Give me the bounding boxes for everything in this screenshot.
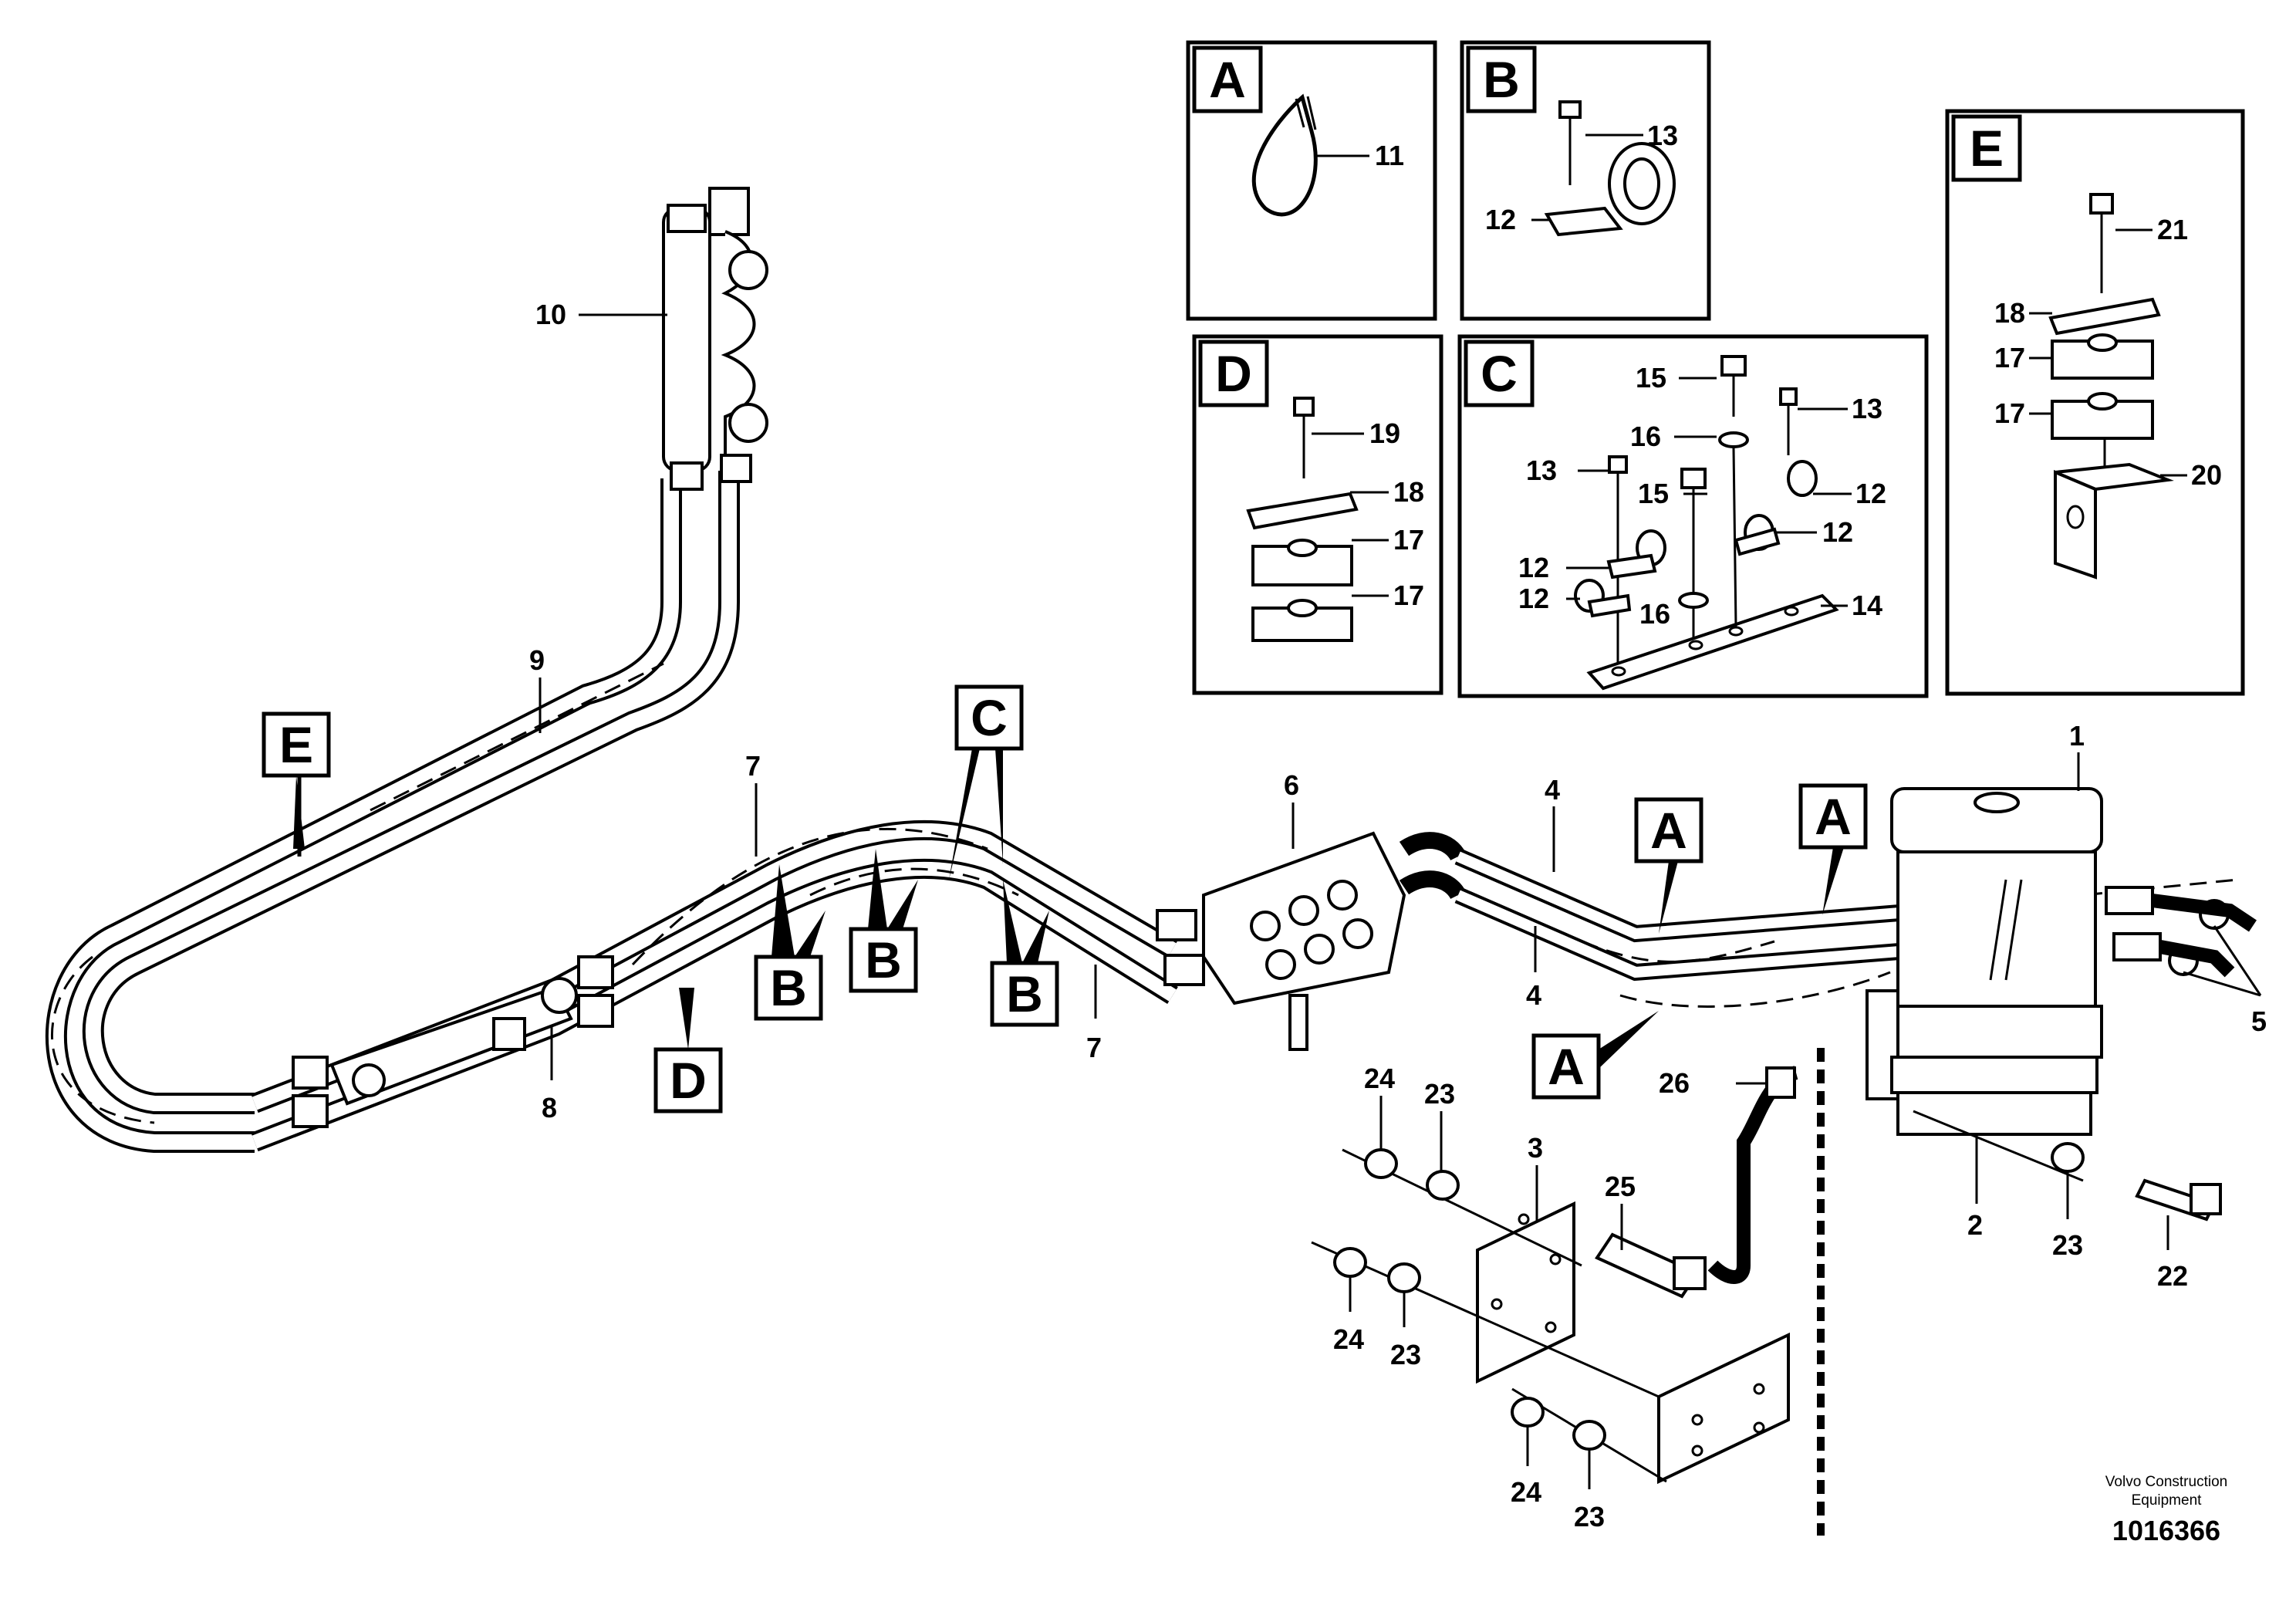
credit-block: Volvo Construction Equipment 1016366 xyxy=(2105,1474,2227,1546)
label-16a: 16 xyxy=(1630,421,1661,452)
part-label-3: 3 xyxy=(1528,1132,1543,1164)
callout-b1: B xyxy=(754,864,826,1021)
credit-company-line2: Equipment xyxy=(2132,1492,2203,1509)
label-17-e1: 17 xyxy=(1994,342,2025,373)
hose-assembly xyxy=(46,187,2257,1536)
callout-b3: B xyxy=(990,880,1059,1027)
part-label-24c: 24 xyxy=(1511,1476,1541,1508)
part-label-1: 1 xyxy=(2069,720,2085,752)
part-label-5: 5 xyxy=(2251,1005,2267,1037)
mounting-plate-assembly xyxy=(1574,355,1839,691)
part-label-7b: 7 xyxy=(1086,1032,1102,1063)
mounting-plate-3 xyxy=(1476,1201,1575,1384)
detail-letter-d: D xyxy=(1215,345,1252,402)
label-12: 12 xyxy=(1485,204,1516,235)
callout-b2: B xyxy=(849,849,918,993)
distribution-block-6 xyxy=(1156,831,1466,1051)
label-18: 18 xyxy=(1393,476,1424,508)
label-18-e: 18 xyxy=(1994,297,2025,329)
svg-text:B: B xyxy=(1006,965,1043,1022)
svg-text:E: E xyxy=(279,716,313,773)
fittings-5 xyxy=(2105,886,2257,978)
document-number: 1016366 xyxy=(2112,1515,2220,1546)
clamp-bracket-stack xyxy=(2048,193,2174,580)
label-11: 11 xyxy=(1375,140,1404,171)
svg-text:C: C xyxy=(971,689,1008,746)
label-17b: 17 xyxy=(1393,580,1424,611)
label-15a: 15 xyxy=(1636,362,1666,394)
svg-text:B: B xyxy=(865,931,902,988)
callout-e: E xyxy=(262,711,331,857)
label-15b: 15 xyxy=(1638,478,1669,509)
part-label-22: 22 xyxy=(2157,1260,2188,1292)
reservoir-1 xyxy=(1866,787,2103,1136)
cable-tie-part xyxy=(1251,93,1318,217)
valve-block-8 xyxy=(292,955,614,1128)
detail-box-b: B 13 12 xyxy=(1460,40,1711,321)
hose-handle-10 xyxy=(662,187,768,491)
part-label-4b: 4 xyxy=(1526,979,1541,1011)
callout-a2: A xyxy=(1798,783,1868,915)
label-12d: 12 xyxy=(1518,583,1549,614)
label-13: 13 xyxy=(1647,120,1678,151)
label-14: 14 xyxy=(1852,590,1882,621)
clamp-part xyxy=(1544,100,1676,237)
part-label-4a: 4 xyxy=(1545,774,1560,806)
label-12c: 12 xyxy=(1518,552,1549,583)
label-12a: 12 xyxy=(1855,478,1886,509)
detail-letter-c: C xyxy=(1481,345,1518,402)
detail-box-a: A 11 xyxy=(1186,40,1437,321)
svg-text:A: A xyxy=(1815,788,1852,845)
detail-box-d: D 19 18 17 17 xyxy=(1192,334,1443,695)
svg-text:B: B xyxy=(770,959,807,1016)
detail-letter-a: A xyxy=(1209,51,1246,108)
part-label-10: 10 xyxy=(535,299,566,330)
part-label-8: 8 xyxy=(542,1092,557,1124)
label-20: 20 xyxy=(2191,459,2222,491)
callout-d: D xyxy=(653,988,723,1113)
part-labels: 10 9 8 7 7 6 4 4 1 5 26 2 3 25 24 23 24 … xyxy=(529,299,2267,1532)
label-21: 21 xyxy=(2157,214,2188,245)
clamp-block-stack xyxy=(1246,397,1359,642)
detail-letter-e: E xyxy=(1970,120,2004,177)
part-label-25: 25 xyxy=(1605,1171,1636,1202)
part-label-7a: 7 xyxy=(745,750,761,782)
callout-a1: A xyxy=(1634,797,1703,934)
part-label-23b: 23 xyxy=(1390,1339,1421,1370)
part-label-6: 6 xyxy=(1284,769,1299,801)
part-label-24b: 24 xyxy=(1333,1323,1364,1355)
svg-text:D: D xyxy=(670,1052,707,1109)
part-label-26: 26 xyxy=(1659,1067,1690,1099)
detail-box-c: C 15 13 xyxy=(1457,334,1929,698)
mounting-plate-lower xyxy=(1657,1332,1790,1485)
part-label-23c: 23 xyxy=(1574,1501,1605,1532)
detail-box-e: E 21 18 17 17 20 xyxy=(1945,109,2245,696)
part-label-23d: 23 xyxy=(2052,1229,2083,1261)
label-13a: 13 xyxy=(1852,393,1882,424)
label-13b: 13 xyxy=(1526,454,1557,486)
credit-company: Volvo Construction xyxy=(2105,1474,2227,1490)
elbow-26 xyxy=(1707,1066,1799,1284)
label-19: 19 xyxy=(1369,417,1400,449)
label-17-e2: 17 xyxy=(1994,397,2025,429)
callout-a3: A xyxy=(1531,1011,1659,1100)
label-17a: 17 xyxy=(1393,524,1424,556)
part-label-24a: 24 xyxy=(1364,1063,1395,1094)
svg-text:A: A xyxy=(1548,1038,1585,1095)
callout-c: C xyxy=(949,684,1024,880)
label-12b: 12 xyxy=(1822,516,1853,548)
part-label-9: 9 xyxy=(529,644,545,676)
label-16b: 16 xyxy=(1639,598,1670,630)
svg-text:A: A xyxy=(1650,802,1687,859)
part-label-23a: 23 xyxy=(1424,1078,1455,1110)
part-label-2: 2 xyxy=(1967,1209,1983,1241)
detail-letter-b: B xyxy=(1483,51,1520,108)
